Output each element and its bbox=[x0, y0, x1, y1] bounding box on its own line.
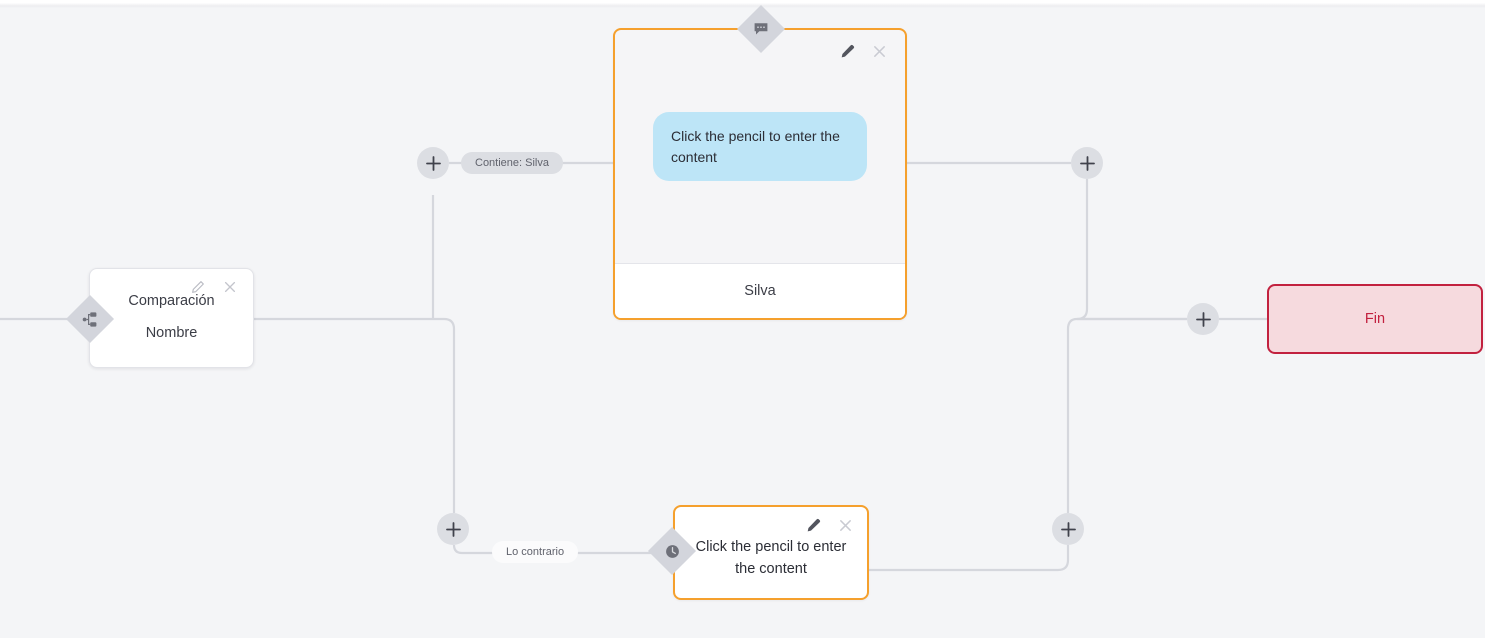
add-node-top-left-button[interactable] bbox=[417, 147, 449, 179]
branch-icon bbox=[73, 302, 107, 336]
message-bottom-node-text: Click the pencil to enter the content bbox=[695, 539, 847, 577]
message-top-node-actions bbox=[838, 42, 888, 60]
comparison-node-subtitle: Nombre bbox=[145, 325, 198, 341]
edge-label-branch-true[interactable]: Contiene: Silva bbox=[461, 152, 563, 174]
message-bottom-node-actions bbox=[804, 516, 854, 534]
node-message-bottom[interactable]: Click the pencil to enter the content bbox=[673, 505, 869, 600]
speech-bubble-icon bbox=[744, 12, 778, 46]
plus-icon bbox=[445, 521, 461, 537]
end-node-label: Fin bbox=[1364, 311, 1386, 327]
comparison-node-title: Comparación bbox=[128, 293, 215, 310]
add-node-bottom-left-button[interactable] bbox=[437, 513, 469, 545]
pencil-icon[interactable] bbox=[838, 42, 856, 60]
plus-icon bbox=[1060, 521, 1076, 537]
plus-icon bbox=[1079, 155, 1095, 171]
message-top-node-badge bbox=[736, 4, 786, 54]
edge-bottom-merge-vertical bbox=[1066, 317, 1078, 513]
pencil-icon[interactable] bbox=[804, 516, 822, 534]
close-icon[interactable] bbox=[836, 516, 854, 534]
edge-top-merge-vertical bbox=[1076, 179, 1187, 321]
add-node-top-right-button[interactable] bbox=[1071, 147, 1103, 179]
plus-icon bbox=[1195, 311, 1211, 327]
message-bubble-placeholder[interactable]: Click the pencil to enter the content bbox=[653, 111, 867, 182]
plus-icon bbox=[425, 155, 441, 171]
message-top-node-body: Click the pencil to enter the content bbox=[615, 30, 905, 263]
edge-branch-false-vertical bbox=[433, 317, 456, 513]
close-icon[interactable] bbox=[221, 278, 239, 296]
edge-bottom-merge-horizontal bbox=[869, 545, 1070, 572]
pencil-icon[interactable] bbox=[189, 278, 207, 296]
message-bottom-node-badge bbox=[647, 526, 697, 576]
comparison-node-badge bbox=[65, 294, 115, 344]
comparison-node-actions bbox=[189, 278, 239, 296]
edge-label-branch-false[interactable]: Lo contrario bbox=[492, 541, 579, 563]
clock-icon bbox=[655, 534, 689, 568]
add-node-bottom-right-button[interactable] bbox=[1052, 513, 1084, 545]
add-node-before-end-button[interactable] bbox=[1187, 303, 1219, 335]
message-top-node-footer: Silva bbox=[615, 263, 905, 318]
node-comparison[interactable]: Comparación Nombre bbox=[89, 268, 254, 368]
node-message-top[interactable]: Click the pencil to enter the content Si… bbox=[613, 28, 907, 320]
close-icon[interactable] bbox=[870, 42, 888, 60]
edge-branch-false-horizontal bbox=[452, 544, 673, 555]
node-end[interactable]: Fin bbox=[1267, 284, 1483, 354]
